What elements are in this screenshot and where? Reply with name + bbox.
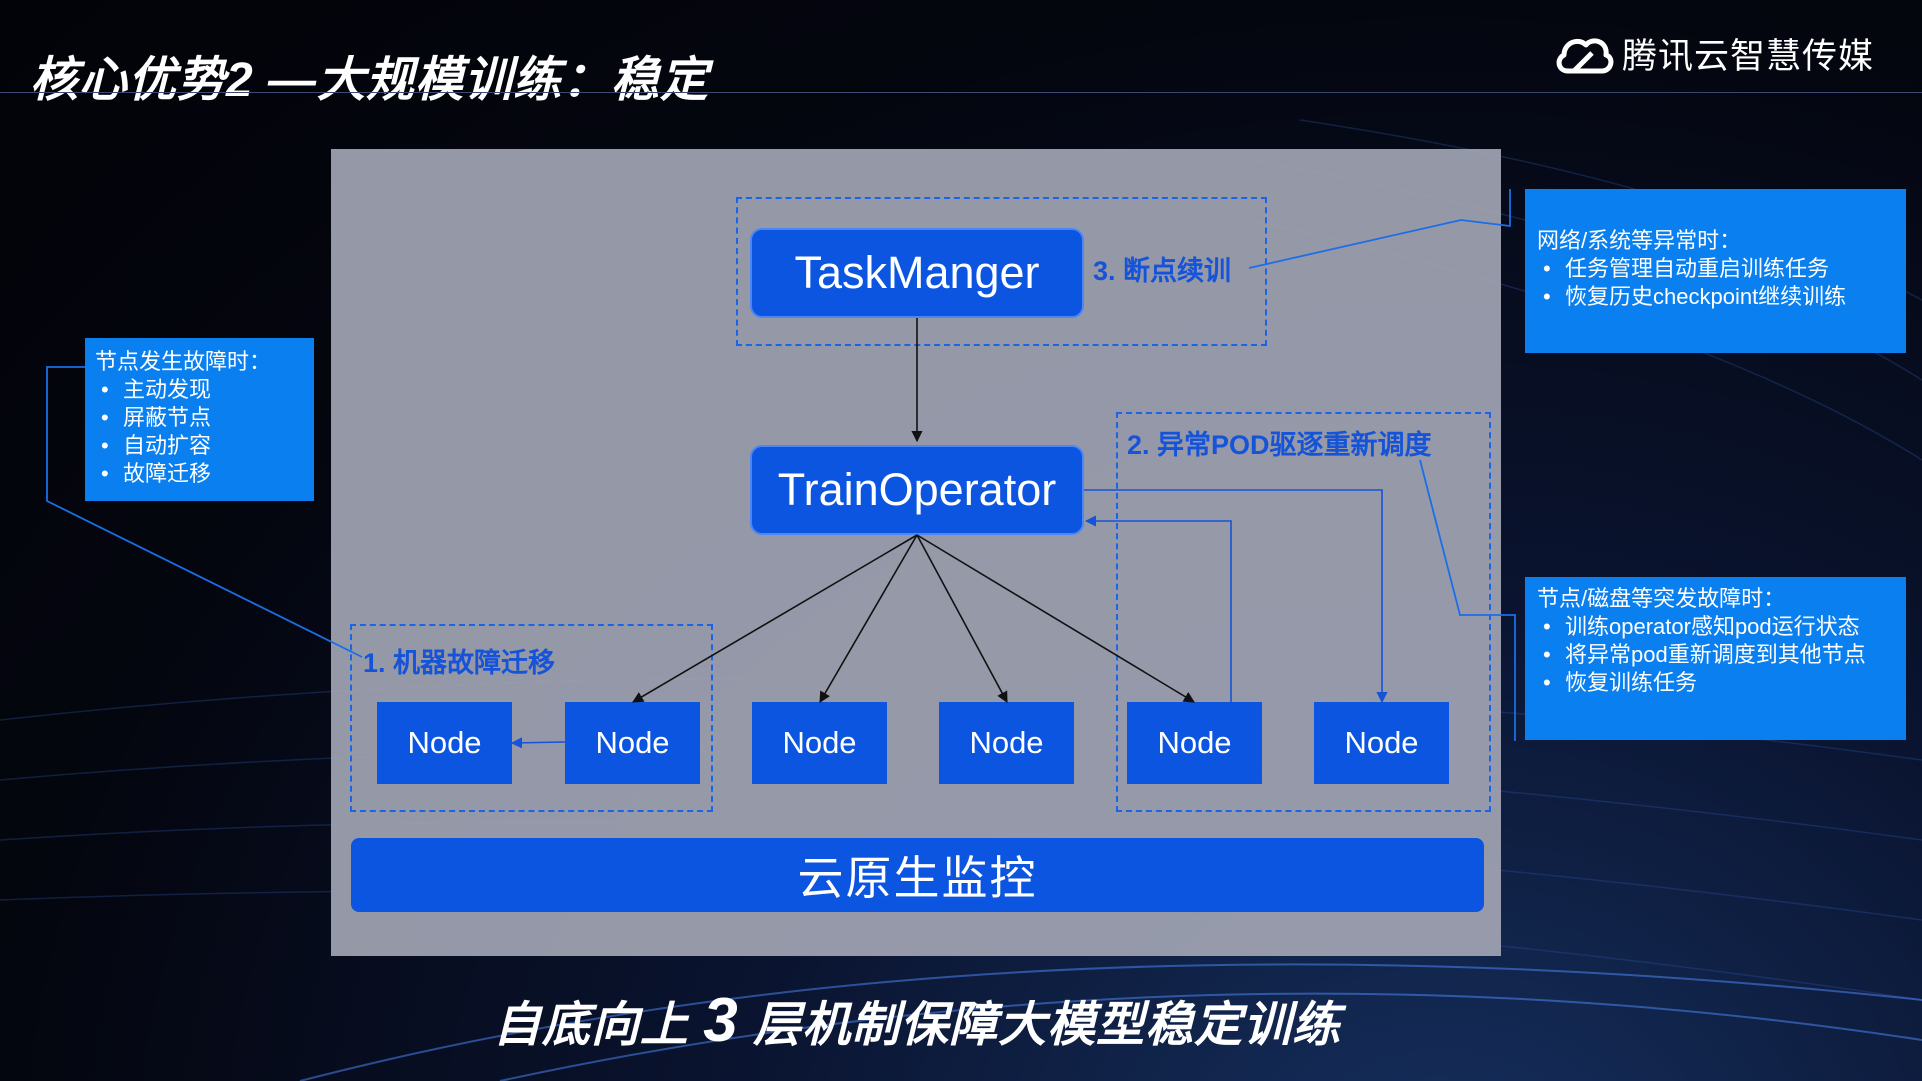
machine-migration-region (350, 624, 713, 812)
brand-logo: 腾讯云智慧传媒 (1552, 28, 1874, 79)
caption-suffix: 层机制保障大模型稳定训练 (738, 999, 1342, 1052)
bottom-caption: 自底向上 3 层机制保障大模型稳定训练 (0, 985, 1834, 1056)
pod-reschedule-label: 2. 异常POD驱逐重新调度 (1127, 430, 1432, 460)
bottom-right-callout: 节点/磁盘等突发故障时： 训练operator感知pod运行状态 将异常pod重… (1525, 577, 1906, 740)
bottom-right-callout-heading: 节点/磁盘等突发故障时： (1537, 586, 1786, 611)
machine-migration-label: 1. 机器故障迁移 (363, 648, 556, 678)
node-box: Node (752, 702, 887, 784)
list-item: 自动扩容 (95, 432, 302, 460)
cloud-logo-icon (1556, 37, 1614, 73)
caption-number: 3 (703, 986, 739, 1055)
list-item: 屏蔽节点 (95, 404, 302, 432)
node-box: Node (377, 702, 512, 784)
node-box: Node (939, 702, 1074, 784)
top-right-callout-list: 任务管理自动重启训练任务 恢复历史checkpoint继续训练 (1537, 255, 1894, 311)
slide-title: 核心优势2 —大规模训练：稳定 (30, 54, 710, 107)
list-item: 恢复训练任务 (1537, 669, 1894, 697)
top-right-callout-heading: 网络/系统等异常时： (1537, 228, 1742, 253)
left-callout: 节点发生故障时： 主动发现 屏蔽节点 自动扩容 故障迁移 (85, 338, 314, 501)
list-item: 恢复历史checkpoint继续训练 (1537, 283, 1894, 311)
caption-prefix: 自底向上 (492, 999, 704, 1052)
left-callout-heading: 节点发生故障时： (95, 349, 272, 374)
node-box: Node (565, 702, 700, 784)
bottom-right-callout-list: 训练operator感知pod运行状态 将异常pod重新调度到其他节点 恢复训练… (1537, 613, 1894, 697)
list-item: 训练operator感知pod运行状态 (1537, 613, 1894, 641)
node-box: Node (1127, 702, 1262, 784)
cloud-native-monitor-bar: 云原生监控 (351, 838, 1484, 912)
train-operator-box: TrainOperator (750, 445, 1084, 535)
brand-name: 腾讯云智慧传媒 (1622, 37, 1875, 76)
node-box: Node (1314, 702, 1449, 784)
left-callout-list: 主动发现 屏蔽节点 自动扩容 故障迁移 (95, 376, 302, 488)
list-item: 故障迁移 (95, 460, 302, 488)
list-item: 将异常pod重新调度到其他节点 (1537, 641, 1894, 669)
resume-training-region (736, 197, 1267, 346)
list-item: 任务管理自动重启训练任务 (1537, 255, 1894, 283)
list-item: 主动发现 (95, 376, 302, 404)
title-divider (0, 92, 1922, 93)
task-manager-box: TaskManger (750, 228, 1084, 318)
diagram-panel: 3. 断点续训 2. 异常POD驱逐重新调度 1. 机器故障迁移 TaskMan… (331, 149, 1501, 956)
resume-training-label: 3. 断点续训 (1093, 256, 1232, 286)
top-right-callout: 网络/系统等异常时： 任务管理自动重启训练任务 恢复历史checkpoint继续… (1525, 189, 1906, 353)
